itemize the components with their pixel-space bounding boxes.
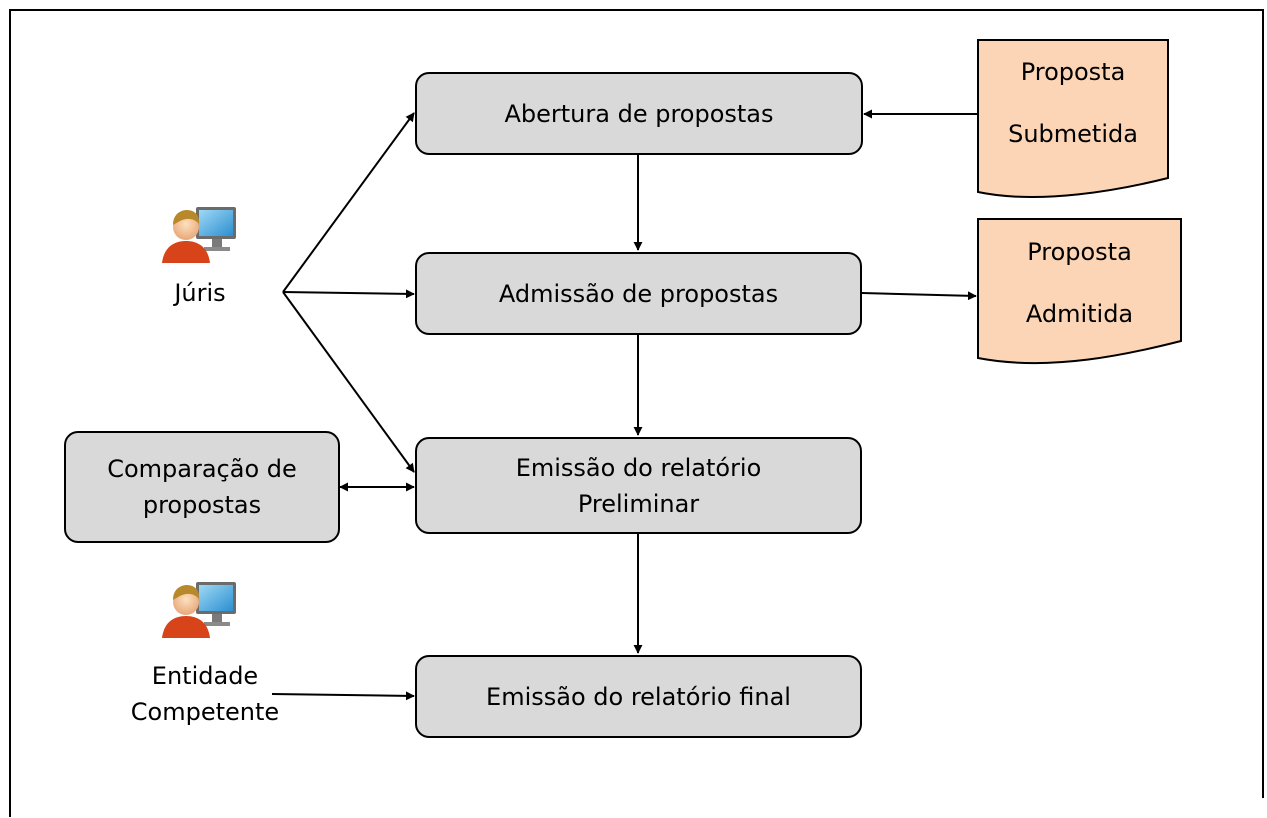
document-admitted-line2: Admitida bbox=[1025, 300, 1134, 328]
arrow-juris-to-preliminary bbox=[282, 291, 415, 473]
process-preliminary-line2: Preliminar bbox=[577, 489, 700, 518]
process-comparison-line1: Comparação de bbox=[107, 455, 297, 483]
process-admission-label: Admissão de propostas bbox=[498, 279, 779, 308]
actor-juris-label: Júris bbox=[174, 279, 226, 307]
arrow-entity-to-final bbox=[271, 691, 415, 701]
outer-frame bbox=[9, 9, 1264, 817]
process-final-report: Emissão do relatório final bbox=[415, 655, 862, 738]
process-comparison: Comparação de propostas bbox=[64, 431, 340, 543]
actor-entity-label-line2: Competente bbox=[130, 698, 280, 726]
process-opening-label: Abertura de propostas bbox=[504, 99, 774, 128]
user-computer-icon bbox=[162, 207, 236, 263]
document-shape-admitted bbox=[977, 218, 1182, 365]
process-preliminary-report: Emissão do relatório Preliminar bbox=[415, 437, 862, 534]
document-submitted-line1: Proposta bbox=[1020, 58, 1126, 86]
process-admission: Admissão de propostas bbox=[415, 252, 862, 335]
arrow-admission-to-admitted bbox=[861, 291, 977, 301]
process-final-label: Emissão do relatório final bbox=[486, 682, 791, 711]
user-computer-icon bbox=[162, 582, 236, 638]
process-preliminary-line1: Emissão do relatório bbox=[515, 453, 762, 482]
arrow-juris-to-admission bbox=[282, 289, 415, 299]
document-submitted-line2: Submetida bbox=[1008, 120, 1138, 148]
arrow-juris-to-opening bbox=[282, 112, 415, 293]
process-opening: Abertura de propostas bbox=[415, 72, 863, 155]
process-comparison-line2: propostas bbox=[142, 491, 262, 519]
document-admitted-line1: Proposta bbox=[1027, 238, 1132, 266]
document-shape-submitted bbox=[977, 39, 1169, 199]
actor-entity-label-line1: Entidade bbox=[151, 662, 259, 690]
